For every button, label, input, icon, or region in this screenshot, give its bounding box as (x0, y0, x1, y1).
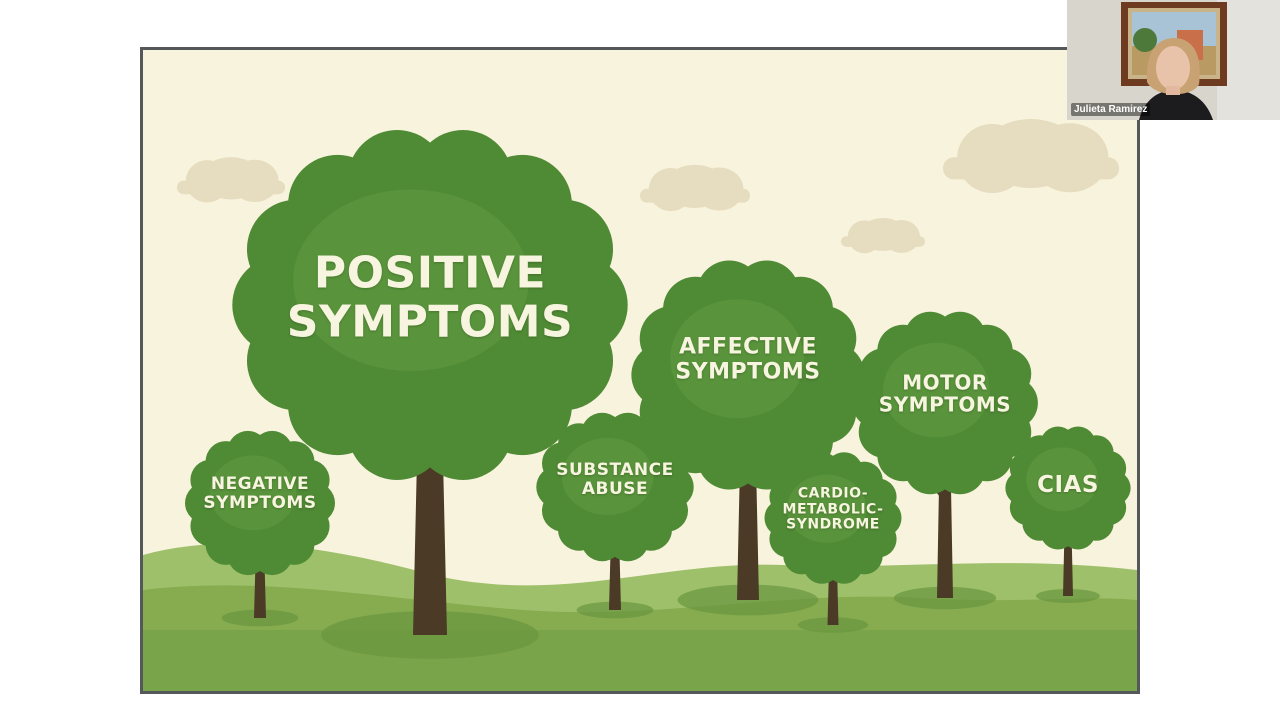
cloud-left (177, 157, 285, 203)
tree-canopy-motor (852, 311, 1038, 495)
tree-trunk-motor (937, 465, 953, 598)
tree-label-cias: CIAS (1037, 472, 1099, 499)
tree-canopy-cias (1005, 426, 1131, 550)
tree-canopy-negative (185, 430, 335, 576)
presentation-slide: POSITIVE SYMPTOMS NEGATIVE SYMPTOMS SUBS… (140, 47, 1140, 694)
ground (143, 630, 1137, 691)
tree-label-positive-symptoms: POSITIVE SYMPTOMS (286, 247, 574, 348)
participant-video (1067, 0, 1280, 120)
slide-illustration (143, 50, 1137, 691)
tree-canopy-cardio (764, 452, 902, 584)
cloud-small (841, 218, 925, 254)
tree-label-substance-abuse: SUBSTANCE ABUSE (556, 459, 674, 499)
tree-label-motor-symptoms: MOTOR SYMPTOMS (878, 370, 1012, 417)
tree-canopy-substance (536, 412, 694, 562)
tree-label-affective-symptoms: AFFECTIVE SYMPTOMS (675, 334, 821, 384)
cloud-center (640, 164, 750, 212)
participant-name-label: Julieta Ramirez (1071, 103, 1151, 116)
participant-video-tile[interactable]: Julieta Ramirez (1067, 0, 1280, 120)
tree-canopy-positive (232, 130, 628, 480)
tree-label-cardio-metabolic-syndrome: CARDIO- METABOLIC- SYNDROME (782, 485, 884, 533)
tree-label-negative-symptoms: NEGATIVE SYMPTOMS (203, 473, 317, 513)
cloud-right (943, 119, 1119, 193)
tree-canopy-affective (631, 260, 865, 490)
